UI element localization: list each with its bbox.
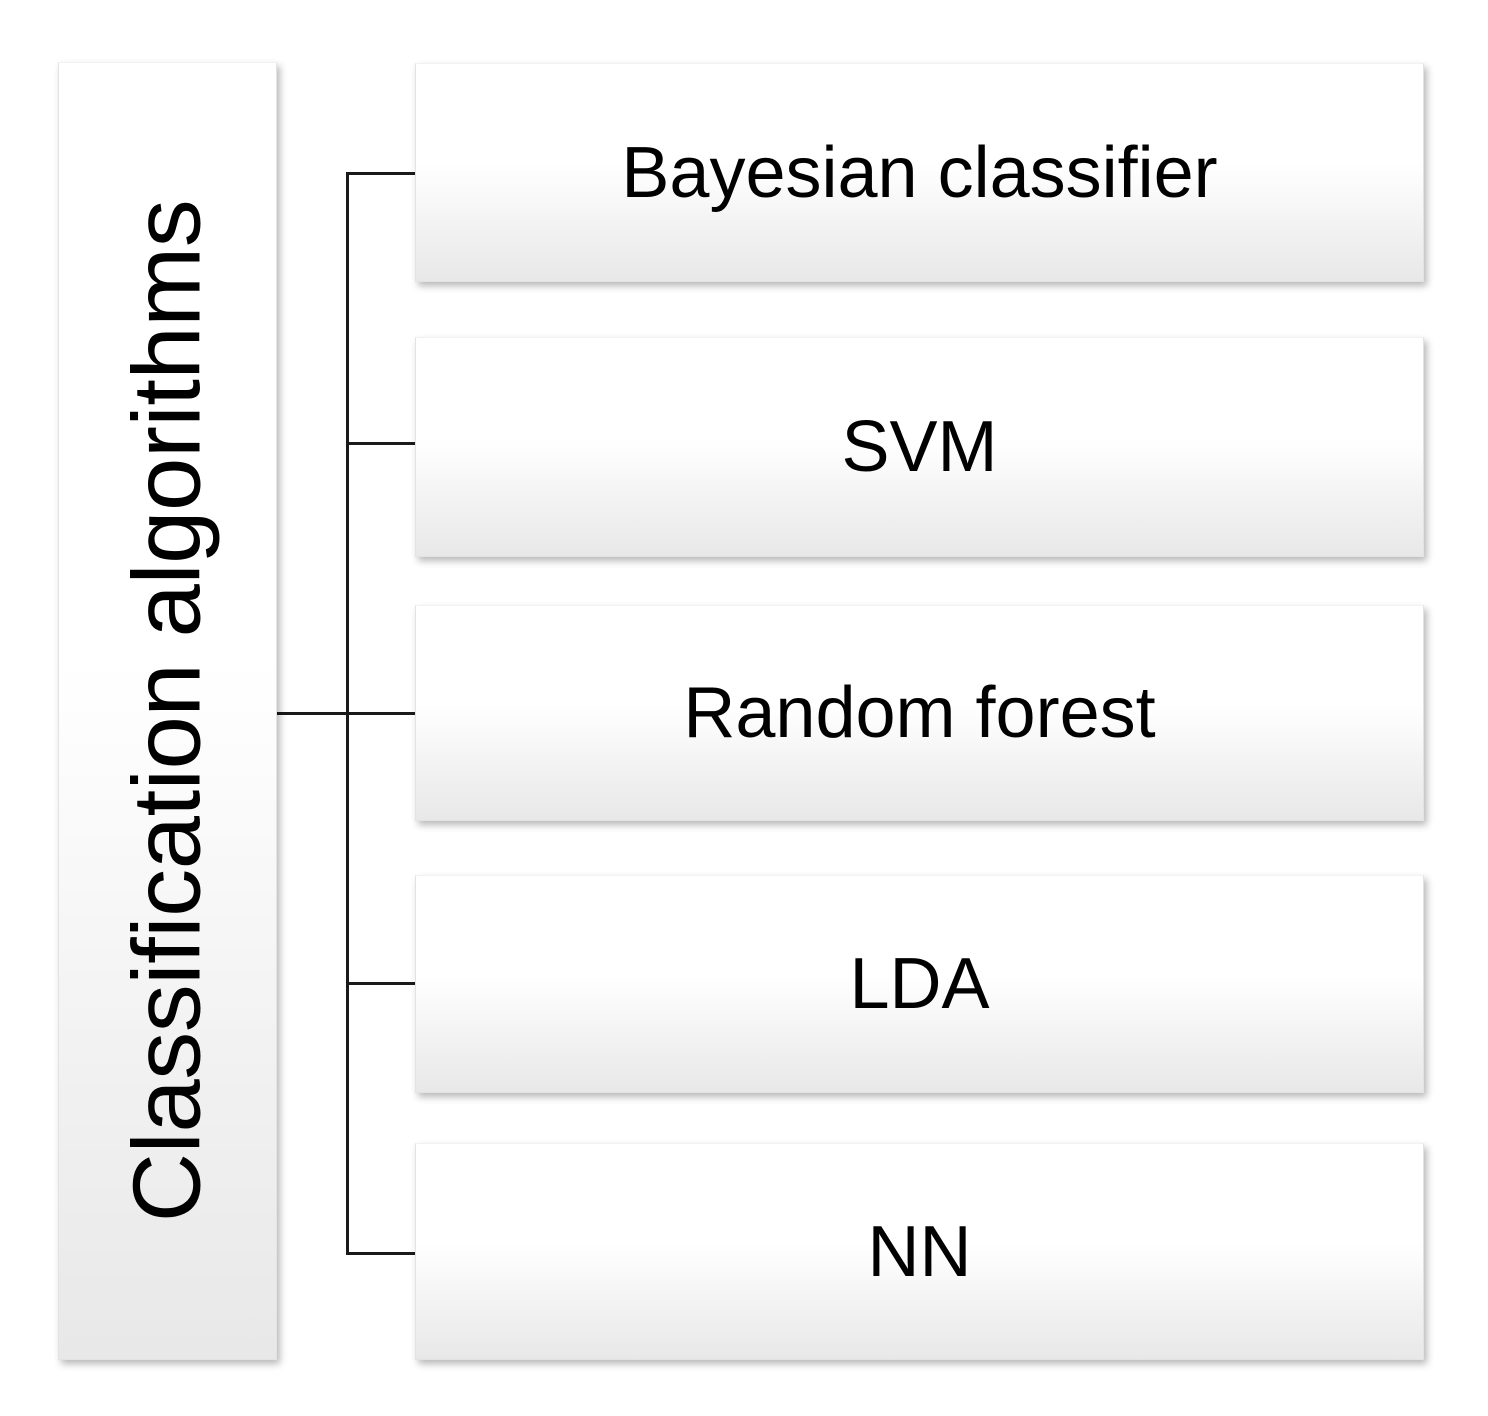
root-node-label: Classification algorithms bbox=[113, 199, 221, 1223]
connector-branch-bayesian bbox=[346, 172, 416, 175]
connector-root-stub bbox=[276, 712, 348, 715]
node-label: Random forest bbox=[683, 673, 1156, 753]
node-label: Bayesian classifier bbox=[621, 132, 1218, 213]
node-random-forest[interactable]: Random forest bbox=[415, 605, 1424, 821]
node-nn[interactable]: NN bbox=[415, 1143, 1424, 1360]
node-bayesian-classifier[interactable]: Bayesian classifier bbox=[415, 63, 1424, 282]
node-label: NN bbox=[867, 1211, 972, 1292]
connector-branch-randomforest bbox=[346, 712, 416, 715]
root-node-classification-algorithms[interactable]: Classification algorithms bbox=[58, 62, 277, 1360]
connector-branch-svm bbox=[346, 442, 416, 445]
node-svm[interactable]: SVM bbox=[415, 337, 1424, 557]
node-lda[interactable]: LDA bbox=[415, 875, 1424, 1093]
connector-branch-lda bbox=[346, 982, 416, 985]
node-label: LDA bbox=[849, 944, 990, 1024]
node-label: SVM bbox=[841, 407, 998, 487]
connector-branch-nn bbox=[346, 1252, 416, 1255]
